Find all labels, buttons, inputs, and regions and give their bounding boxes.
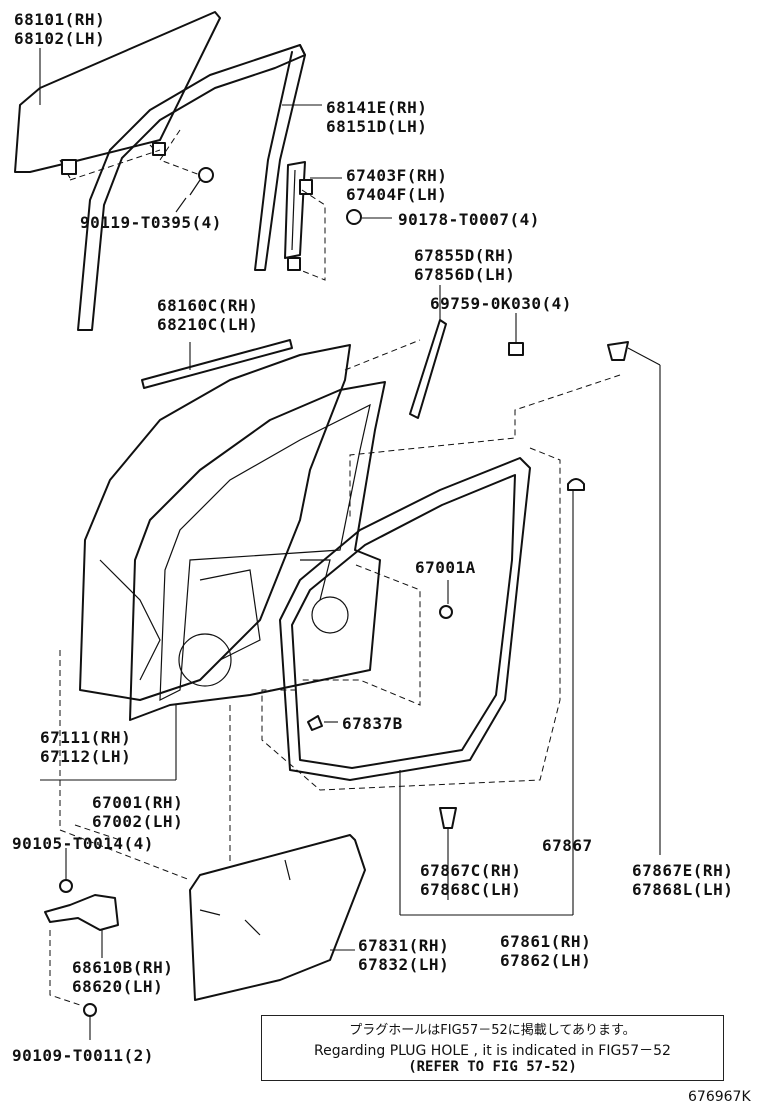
label-outer-weatherstrip-front: 67855D(RH) 67856D(LH) xyxy=(414,246,516,284)
door-glass xyxy=(14,11,221,179)
label-glass-run: 68141E(RH) 68151D(LH) xyxy=(326,98,428,136)
label-service-hole-cover: 67831(RH) 67832(LH) xyxy=(358,936,450,974)
door-outer-panel xyxy=(79,344,351,701)
label-clip-69759: 69759-0K030(4) xyxy=(430,294,572,313)
label-clip-67867E: 67867E(RH) 67868L(LH) xyxy=(632,861,734,899)
nut-90178 xyxy=(346,209,362,225)
rear-lower-channel xyxy=(284,161,313,271)
label-clip-67867C: 67867C(RH) 67868C(LH) xyxy=(420,861,522,899)
plug-67001A xyxy=(439,605,453,619)
clip-67867 xyxy=(567,478,585,491)
door-frame-inner xyxy=(129,381,386,721)
label-plug-67837B: 67837B xyxy=(342,714,403,733)
label-bolt-90119: 90119-T0395(4) xyxy=(80,213,222,232)
clip-67867C xyxy=(439,807,457,829)
bolt-90119 xyxy=(189,167,214,196)
label-check-assembly: 68610B(RH) 68620(LH) xyxy=(72,958,174,996)
door-weatherstrip xyxy=(279,457,531,781)
glass-run xyxy=(77,44,306,331)
label-nut-90178: 90178-T0007(4) xyxy=(398,210,540,229)
label-bolt-90109: 90109-T0011(2) xyxy=(12,1046,154,1065)
belt-moulding xyxy=(141,339,293,389)
note-line-english: Regarding PLUG HOLE , it is indicated in… xyxy=(314,1043,671,1059)
dashed-guides xyxy=(49,129,621,1006)
note-line-refer: (REFER TO FIG 57-52) xyxy=(408,1059,577,1075)
plug-hole-note: プラグホールはFIG57－52に掲載してあります。 Regarding PLUG… xyxy=(261,1015,724,1081)
clip-69759 xyxy=(508,342,524,356)
label-belt-moulding: 68160C(RH) 68210C(LH) xyxy=(157,296,259,334)
label-clip-67867: 67867 xyxy=(542,836,593,855)
label-bolt-90105: 90105-T0014(4) xyxy=(12,834,154,853)
label-door-panel: 67001(RH) 67002(LH) xyxy=(92,793,184,831)
figure-id: 676967K xyxy=(688,1089,751,1105)
label-weatherstrip: 67861(RH) 67862(LH) xyxy=(500,932,592,970)
door-check-assembly xyxy=(44,879,119,1017)
leader-lines xyxy=(39,48,661,1040)
clip-67867E xyxy=(607,341,629,361)
label-rear-channel: 67403F(RH) 67404F(LH) xyxy=(346,166,448,204)
outer-weatherstrip-front xyxy=(409,319,447,419)
label-plug-67001A: 67001A xyxy=(415,558,476,577)
plug-67837B xyxy=(307,715,323,731)
note-line-japanese: プラグホールはFIG57－52に掲載してあります。 xyxy=(349,1023,636,1038)
label-hinge-panel: 67111(RH) 67112(LH) xyxy=(40,728,132,766)
service-hole-cover xyxy=(189,834,366,1001)
label-glass: 68101(RH) 68102(LH) xyxy=(14,10,106,48)
